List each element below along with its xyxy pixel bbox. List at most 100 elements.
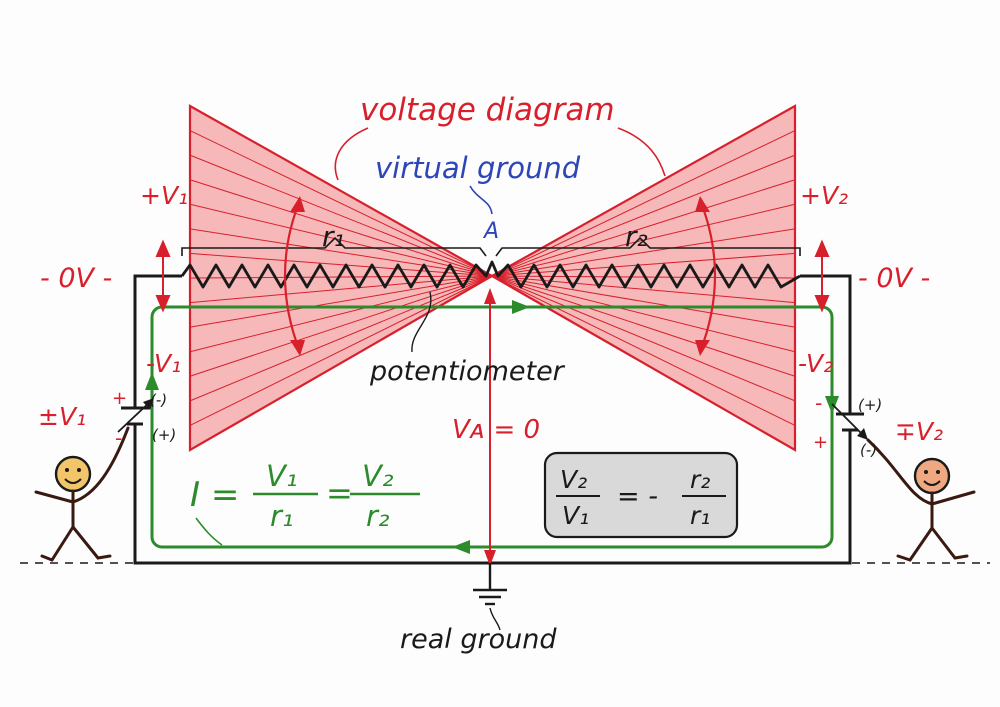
- current-loop: [150, 305, 834, 549]
- right-battery-plus: +: [813, 432, 828, 453]
- r2-label: r₂: [625, 220, 648, 253]
- right-arrow-down: [814, 295, 830, 313]
- current-frac2-den: r₂: [366, 499, 390, 533]
- right-fan-line: [491, 275, 796, 377]
- left-fan-line: [189, 154, 493, 277]
- minus-v1-label: -V₁: [146, 349, 181, 378]
- side-voltage-arrows: [155, 239, 830, 313]
- va-arrow-down: [484, 550, 496, 566]
- right-fan-line: [491, 275, 796, 353]
- current-frac1-num: V₁: [266, 459, 297, 493]
- node-a-label: A: [482, 219, 499, 244]
- rotation-arrows: [283, 199, 717, 353]
- left-battery-plus: +: [112, 388, 127, 409]
- plus-v2-label: +V₂: [800, 181, 848, 210]
- voltage-diagram: [188, 104, 797, 452]
- current-label-leader: [195, 517, 223, 546]
- potentiometer-label: potentiometer: [369, 356, 566, 387]
- left-arrow-down: [155, 295, 171, 313]
- left-fan-line: [189, 130, 493, 277]
- virtual-ground-leader: [469, 185, 493, 215]
- outer-circuit: [133, 274, 852, 565]
- virtual-ground-label: virtual ground: [375, 151, 581, 185]
- current-frac1-den: r₁: [270, 499, 294, 533]
- right-fan-line: [491, 275, 796, 402]
- left-fan-line: [189, 275, 493, 328]
- left-battery-minus-paren: (-): [150, 391, 167, 409]
- right-battery-minus-paren: (-): [860, 441, 877, 459]
- left-fan-line: [189, 275, 493, 353]
- left-battery-arrow: [143, 398, 154, 410]
- minus-v2-label: -V₂: [798, 349, 833, 378]
- ratio-formula: V₂ V₁ = - r₂ r₁: [560, 465, 710, 530]
- plus-v1-label: +V₁: [140, 181, 188, 210]
- right-battery-minus: -: [815, 391, 822, 415]
- left-fan-line: [189, 252, 493, 277]
- resistance-braces: [181, 236, 801, 257]
- va-zero-label: Vᴀ = 0: [452, 415, 540, 445]
- current-formula: I = V₁ r₁ = V₂ r₂: [190, 459, 394, 533]
- ground-label-leader: [489, 607, 501, 631]
- right-battery-arrow: [857, 428, 868, 440]
- right-fan-line: [491, 275, 796, 426]
- circuit-wire-left-lower: [133, 424, 852, 565]
- r2-brace: [495, 236, 801, 257]
- current-arrow-top: [512, 300, 530, 314]
- left-fan-line: [189, 275, 493, 426]
- va-voltage-line: [484, 288, 496, 566]
- r1-brace: [181, 236, 487, 257]
- r1-label: r₁: [322, 220, 345, 253]
- left-person-head: [54, 455, 92, 493]
- ratio-formula-box: [543, 451, 739, 539]
- right-rotation-arc: [698, 199, 717, 353]
- current-arrow-left: [145, 372, 159, 390]
- mp-v2-label: ∓V₂: [895, 417, 943, 446]
- circuit-wire-left: [133, 274, 182, 408]
- left-person: [34, 426, 130, 562]
- left-fan-line: [189, 228, 493, 277]
- right-fan-line: [491, 228, 796, 277]
- current-frac2-num: V₂: [362, 459, 394, 493]
- current-formula-lhs: I =: [190, 475, 239, 515]
- left-arrow-up: [155, 239, 171, 257]
- va-arrow-up: [484, 288, 496, 304]
- diagram-title: voltage diagram: [360, 92, 615, 128]
- right-fan-line: [491, 154, 796, 277]
- left-fan-line: [189, 203, 493, 277]
- circuit-wire-right: [800, 274, 852, 414]
- right-fan-line: [491, 252, 796, 277]
- pm-v1-label: ±V₁: [38, 402, 86, 431]
- left-fan-line: [189, 275, 493, 279]
- right-fan-line: [491, 203, 796, 277]
- right-arrow-up: [814, 239, 830, 257]
- ground-symbol: [473, 563, 507, 606]
- left-fan-line: [189, 275, 493, 377]
- left-rotation-arc: [283, 199, 302, 353]
- left-fan-line: [189, 275, 493, 402]
- current-formula-eq: =: [326, 474, 353, 512]
- ratio-frac1-den: V₁: [562, 501, 589, 530]
- right-battery-plus-paren: (+): [858, 396, 882, 414]
- ratio-frac2-num: r₂: [690, 465, 710, 494]
- right-fan-line: [491, 130, 796, 277]
- right-person: [866, 438, 976, 562]
- current-arrow-bottom: [452, 540, 470, 554]
- zero-volt-right: - 0V -: [858, 263, 930, 294]
- rotation-arrowheads: [290, 196, 710, 356]
- potentiometer-leader: [411, 291, 432, 353]
- zero-volt-left: - 0V -: [40, 263, 112, 294]
- right-fan-line: [491, 275, 796, 328]
- current-loop-path: [150, 305, 834, 549]
- left-battery-plus-paren: (+): [152, 426, 176, 444]
- ratio-formula-eq: = -: [617, 481, 658, 512]
- left-fan-line: [189, 179, 493, 277]
- title-leaders: [334, 127, 666, 181]
- ratio-frac2-den: r₁: [690, 501, 710, 530]
- ratio-frac1-num: V₂: [560, 465, 587, 494]
- left-battery-minus: -: [115, 426, 122, 450]
- potentiometer-resistor: [180, 260, 801, 289]
- right-fan-line: [491, 179, 796, 277]
- right-person-head: [913, 457, 951, 495]
